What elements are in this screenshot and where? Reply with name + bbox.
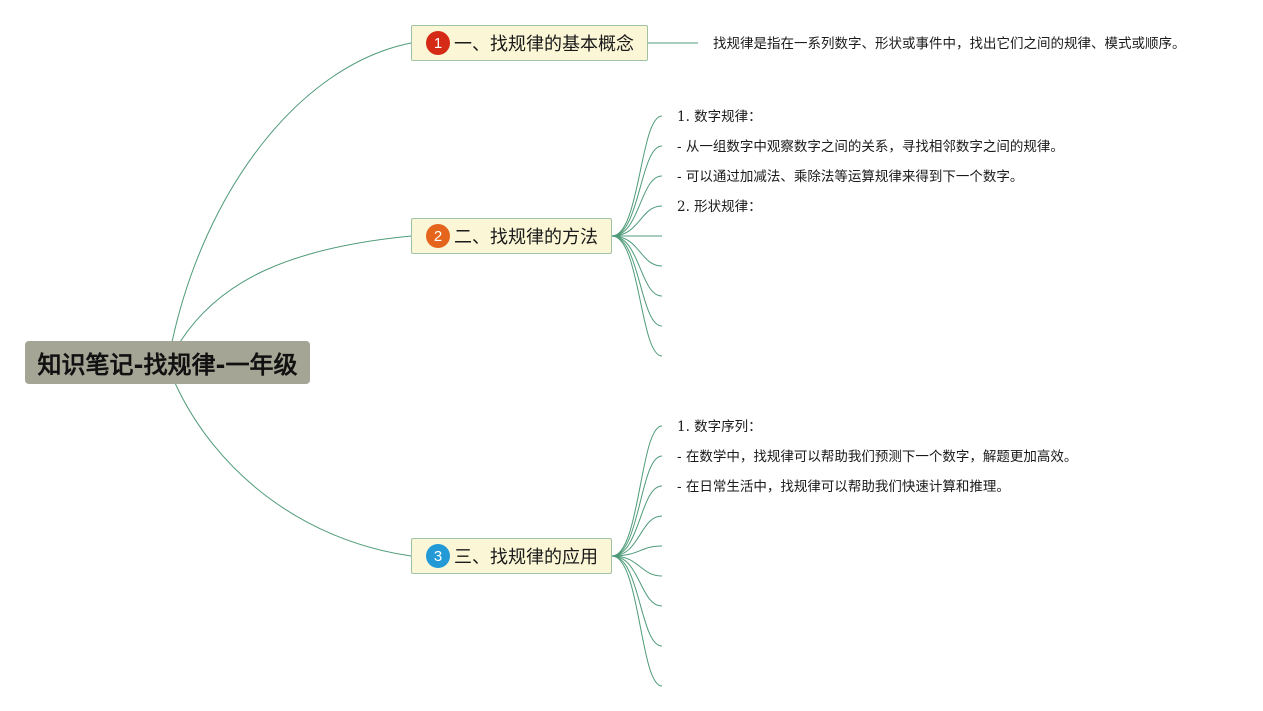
number-badge-3: 3 — [426, 544, 450, 568]
connector-topic-3-leaf-2 — [611, 455, 663, 557]
topic-basic-concept[interactable]: 1 一、找规律的基本概念 — [411, 25, 648, 61]
root-topic[interactable]: 知识笔记-找规律-一年级 — [25, 341, 310, 384]
number-badge-2: 2 — [426, 224, 450, 248]
connector-topic-2-leaf-2 — [611, 145, 663, 237]
leaf-method-operations[interactable]: - 可以通过加减法、乘除法等运算规律来得到下一个数字。 — [677, 169, 1024, 185]
connector-topic-3-leaf-7 — [611, 555, 663, 607]
topic-methods[interactable]: 2 二、找规律的方法 — [411, 218, 612, 254]
leaf-app-number-sequence[interactable]: 1. 数字序列： — [677, 419, 762, 435]
connector-root-topic-1 — [171, 42, 412, 343]
connector-topic-2-leaf-6 — [611, 235, 663, 267]
leaf-method-shape-rule[interactable]: 2. 形状规律： — [677, 199, 762, 215]
root-title: 知识笔记-找规律-一年级 — [37, 351, 298, 379]
connector-topic-2-leaf-9 — [611, 235, 663, 357]
connector-root-topic-2 — [179, 235, 412, 343]
connector-topic-3-leaf-1 — [611, 425, 663, 557]
connector-topic-3-leaf-5 — [611, 545, 663, 557]
leaf-app-daily-life[interactable]: - 在日常生活中，找规律可以帮助我们快速计算和推理。 — [677, 479, 1010, 495]
connector-topic-3-leaf-6 — [611, 555, 663, 577]
connector-root-topic-3 — [174, 382, 412, 557]
leaf-app-math[interactable]: - 在数学中，找规律可以帮助我们预测下一个数字，解题更加高效。 — [677, 449, 1078, 465]
leaf-method-number-rule[interactable]: 1. 数字规律： — [677, 109, 762, 125]
connector-topic-2-leaf-7 — [611, 235, 663, 297]
connector-topic-3-leaf-3 — [611, 485, 663, 557]
connector-topic-2-leaf-1 — [611, 115, 663, 237]
connector-topic-3-leaf-9 — [611, 555, 663, 687]
connector-topic-2-leaf-8 — [611, 235, 663, 327]
topic-applications[interactable]: 3 三、找规律的应用 — [411, 538, 612, 574]
connector-topic-3-leaf-8 — [611, 555, 663, 647]
topic-label: 一、找规律的基本概念 — [454, 34, 634, 55]
number-badge-1: 1 — [426, 31, 450, 55]
connector-topic-2-leaf-3 — [611, 175, 663, 237]
topic-label: 二、找规律的方法 — [454, 227, 598, 248]
connector-topic-3-leaf-4 — [611, 515, 663, 557]
leaf-concept-definition[interactable]: 找规律是指在一系列数字、形状或事件中，找出它们之间的规律、模式或顺序。 — [713, 36, 1186, 52]
topic-label: 三、找规律的应用 — [454, 547, 598, 568]
connector-topic-2-leaf-4 — [611, 205, 663, 237]
leaf-method-observe[interactable]: - 从一组数字中观察数字之间的关系，寻找相邻数字之间的规律。 — [677, 139, 1064, 155]
